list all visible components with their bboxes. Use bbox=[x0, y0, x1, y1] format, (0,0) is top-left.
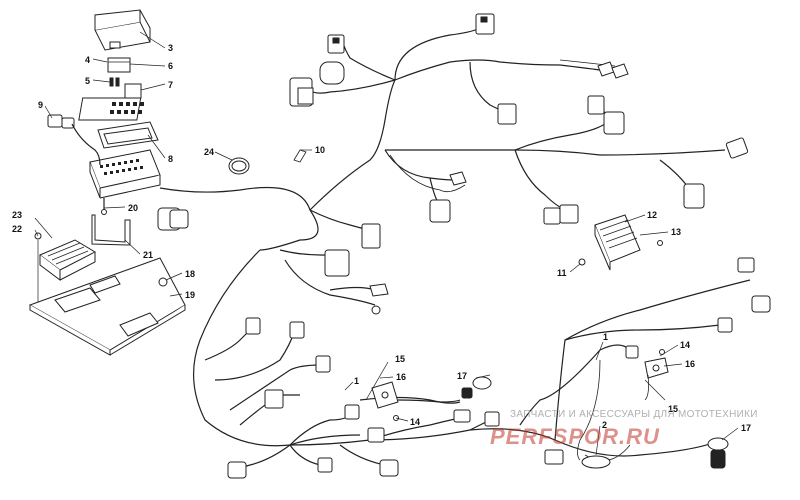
mounting-plate bbox=[28, 257, 186, 356]
tag-10 bbox=[293, 149, 307, 163]
leader-lines bbox=[34, 31, 739, 456]
callout-12: 12 bbox=[647, 210, 657, 220]
fastener-20 bbox=[101, 198, 107, 215]
callout-16-left: 16 bbox=[396, 372, 406, 382]
callout-21: 21 bbox=[143, 250, 153, 260]
callout-1-right: 1 bbox=[603, 332, 608, 342]
switch-16-right bbox=[644, 349, 669, 401]
screw-11 bbox=[578, 258, 586, 266]
regulator-block bbox=[39, 239, 97, 281]
callout-18: 18 bbox=[185, 269, 195, 279]
connector-9 bbox=[47, 114, 101, 166]
callout-22: 22 bbox=[12, 224, 22, 234]
switch-16-left bbox=[371, 381, 461, 421]
relay-large bbox=[124, 83, 142, 99]
callout-8: 8 bbox=[168, 154, 173, 164]
regulator-12 bbox=[594, 214, 641, 271]
callout-11: 11 bbox=[557, 268, 567, 278]
fuse-holder-frame bbox=[97, 121, 159, 149]
watermark: ЗАПЧАСТИ И АКСЕССУАРЫ ДЛЯ МОТОТЕХНИКИ PE… bbox=[490, 409, 758, 449]
watermark-tagline: ЗАПЧАСТИ И АКСЕССУАРЫ ДЛЯ МОТОТЕХНИКИ bbox=[510, 409, 758, 420]
callout-10: 10 bbox=[315, 145, 325, 155]
callout-3: 3 bbox=[168, 43, 173, 53]
callout-2: 2 bbox=[602, 420, 607, 430]
callout-24: 24 bbox=[204, 147, 214, 157]
callout-6: 6 bbox=[168, 61, 173, 71]
connectors bbox=[157, 13, 771, 479]
fuse-pair bbox=[109, 77, 120, 87]
fuse-array bbox=[78, 97, 144, 121]
relay-small bbox=[107, 57, 131, 73]
callout-15-left: 15 bbox=[395, 354, 405, 364]
callout-5: 5 bbox=[85, 76, 90, 86]
bracket-21 bbox=[91, 214, 131, 246]
callout-19: 19 bbox=[185, 290, 195, 300]
washer-13 bbox=[657, 240, 663, 246]
fuse-block-base bbox=[89, 149, 161, 199]
callout-13: 13 bbox=[671, 227, 681, 237]
main-harness-trunk bbox=[159, 59, 751, 457]
callout-7: 7 bbox=[168, 80, 173, 90]
callout-17-right: 17 bbox=[741, 423, 751, 433]
callout-15-right: 15 bbox=[668, 404, 678, 414]
watermark-brand: PERFSPOR.RU bbox=[490, 424, 660, 449]
callout-17-left: 17 bbox=[457, 371, 467, 381]
callout-14-right: 14 bbox=[680, 340, 690, 350]
callout-16-right: 16 bbox=[685, 359, 695, 369]
part-17-right bbox=[707, 437, 729, 469]
fuse-box-cover bbox=[94, 9, 151, 51]
callout-4: 4 bbox=[85, 55, 90, 65]
callout-labels: 3 6 4 5 7 8 9 10 24 20 21 23 22 18 19 12… bbox=[12, 43, 751, 433]
grommet-2 bbox=[581, 455, 611, 469]
upper-branches bbox=[279, 19, 691, 306]
callout-1: 1 bbox=[354, 376, 359, 386]
callout-14-left: 14 bbox=[410, 417, 420, 427]
callout-23: 23 bbox=[12, 210, 22, 220]
screw-18 bbox=[158, 277, 168, 287]
callout-20: 20 bbox=[128, 203, 138, 213]
part-17-left bbox=[461, 376, 492, 399]
callout-9: 9 bbox=[38, 100, 43, 110]
